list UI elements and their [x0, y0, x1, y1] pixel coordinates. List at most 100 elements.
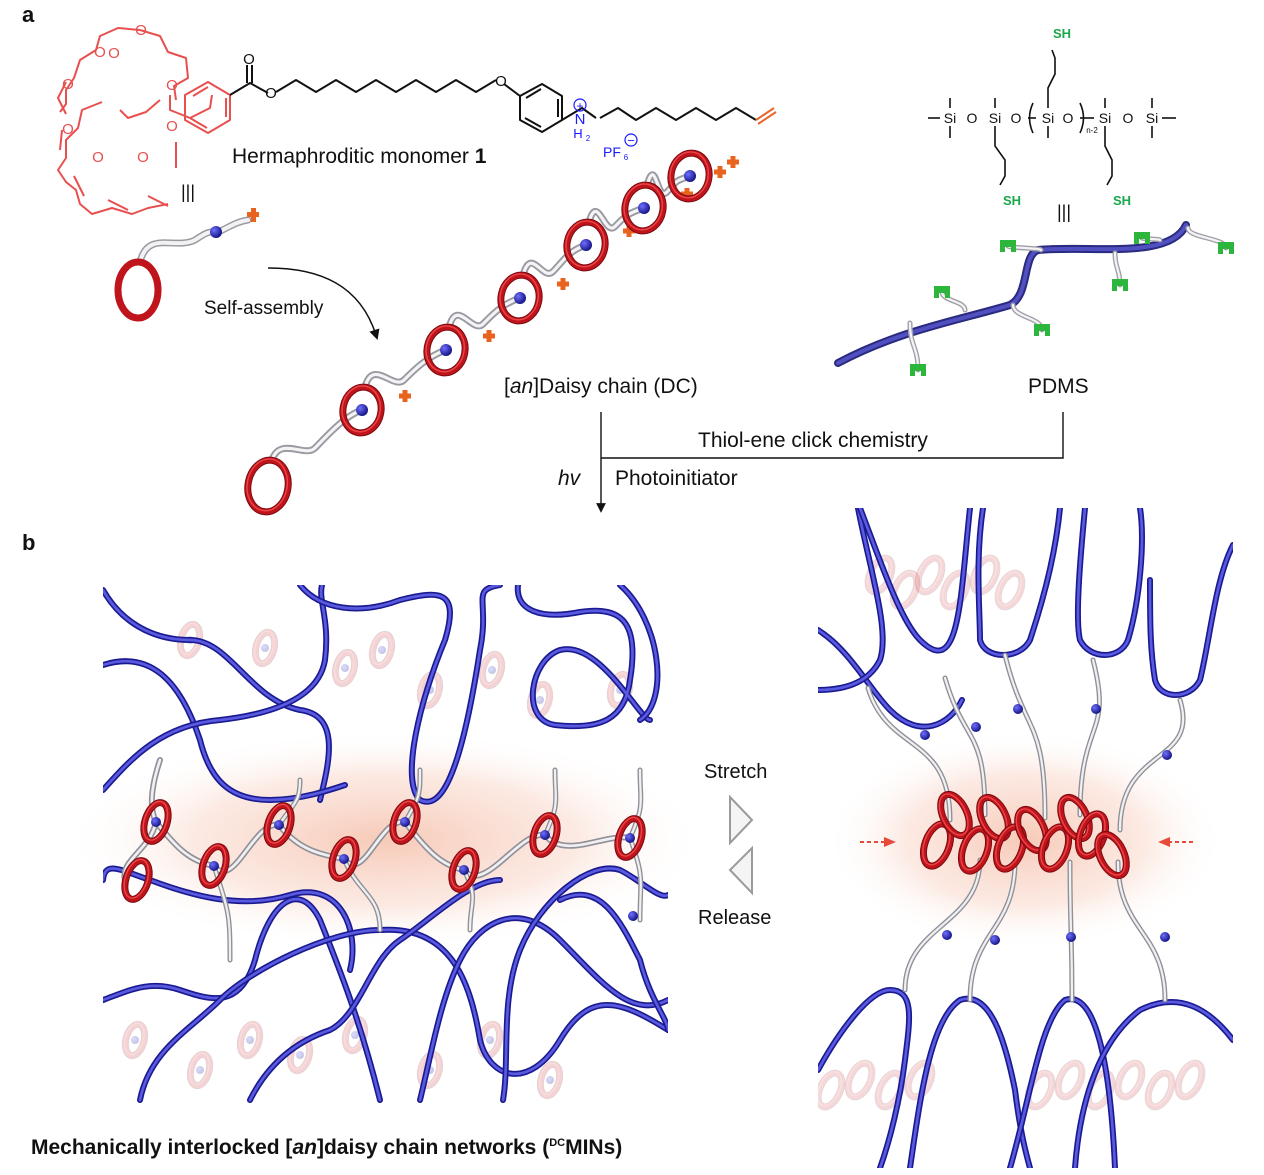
axle-segment [586, 204, 648, 232]
polymer-chain [247, 877, 503, 1103]
panel-b-caption: Mechanically interlocked [an]daisy chain… [31, 1136, 622, 1160]
counterion: PF [603, 144, 621, 160]
panel-a-label: a [22, 2, 35, 27]
polymer-chain [137, 926, 668, 1103]
ammonium-ball-icon [246, 1036, 254, 1044]
polymer-chain [297, 585, 503, 805]
si-5: Si [1146, 110, 1158, 126]
ether-o: O [495, 73, 507, 90]
caption-suffix: MINs) [565, 1136, 623, 1159]
plus-circle-icon [573, 98, 587, 112]
relaxed-network [103, 585, 668, 1103]
alkene-stopper-icon [483, 330, 495, 342]
thiol-block-icon [1112, 279, 1128, 291]
polymer-chain [1147, 542, 1233, 698]
ring-icon [251, 628, 279, 668]
ammonium-ball-icon [339, 854, 349, 864]
alkene-stopper-icon [714, 166, 726, 178]
ammonium-ball-icon [400, 817, 410, 827]
stretch-triangle-icon[interactable] [729, 794, 754, 846]
ammonium-ball-icon [580, 239, 592, 251]
thiol-block-icon [910, 364, 926, 376]
thiol-arm [939, 289, 968, 313]
ring-icon [614, 815, 646, 861]
dc-label-prefix: [ [504, 375, 510, 398]
axle-segment [902, 857, 983, 993]
ammonium-ball-icon [356, 404, 368, 416]
ring-icon [423, 323, 469, 377]
ring-icon [331, 648, 359, 688]
counterion-sub: 6 [624, 153, 629, 162]
ring-icon [389, 799, 421, 845]
photoinitiator-label: Photoinitiator [615, 467, 738, 490]
ring-icon [914, 554, 946, 596]
pdms-feed-line [601, 412, 1064, 459]
ammonium-ball-icon [920, 730, 930, 740]
axle-segment [1067, 859, 1075, 1003]
axle-segment [461, 867, 476, 933]
polymer-chain [103, 585, 330, 793]
ring-icon [818, 1069, 846, 1111]
axle-segment [644, 171, 694, 198]
release-triangle-icon[interactable] [728, 845, 753, 896]
ring-icon [621, 181, 667, 235]
daisy-chain-cartoon [244, 149, 739, 516]
ring-icon [844, 1059, 876, 1101]
ring-icon [937, 790, 973, 840]
ammonium-ball-icon [684, 170, 696, 182]
thiol-block-icon [1218, 242, 1234, 254]
polymer-chain [417, 915, 668, 1103]
ammonium-ball-icon [151, 817, 161, 827]
polymer-chain [1072, 998, 1233, 1168]
crown-o-8: O [166, 118, 178, 135]
right-pointing-arrow-icon [884, 837, 896, 847]
ammonium-ball-icon [540, 830, 550, 840]
daisy-chain-label: [an]Daisy chain (DC) [504, 375, 698, 399]
axle-segment [520, 241, 590, 277]
ring-icon [529, 812, 561, 858]
polymer-chain [500, 865, 668, 1103]
crown-o-5: O [92, 149, 104, 166]
axle-segment [942, 675, 988, 818]
o-1: O [967, 110, 978, 126]
ammonium-ball-icon [1160, 932, 1170, 942]
ammonium-ball-icon [971, 722, 981, 732]
dc-label-italic: an [509, 375, 534, 398]
caption-sup: DC [549, 1137, 566, 1149]
axle-segment [1077, 657, 1102, 818]
ammonium-ball-icon [942, 930, 952, 940]
alkene-stopper-icon [623, 225, 635, 237]
ring-icon [1094, 830, 1130, 880]
ammonium-ball-icon [486, 1036, 494, 1044]
crown-o-3: O [62, 76, 74, 93]
ammonium-ball-icon [210, 226, 222, 238]
axle-segment [446, 294, 524, 330]
ring-icon [368, 630, 396, 670]
crown-o-9: O [108, 45, 120, 62]
self-assembly-arrow [267, 267, 380, 340]
alkene-stopper-icon [727, 156, 739, 168]
minus-circle-icon [624, 133, 638, 147]
polymer-chain [1007, 996, 1118, 1168]
ammonium-h-sub: 2 [586, 134, 591, 143]
thiol-block-icon [1134, 232, 1150, 244]
ring-icon [186, 1050, 214, 1090]
ring-icon [121, 857, 153, 903]
minus-charge: − [627, 133, 635, 148]
ammonium-ball-icon [628, 911, 638, 921]
ammonium-ball-icon [990, 935, 1000, 945]
alkene-stopper-icon [681, 188, 693, 200]
ammonium-ball-icon [296, 1051, 304, 1059]
ring-icon [1057, 793, 1093, 843]
ammonium-ball-icon [274, 820, 284, 830]
axle-segment [542, 767, 559, 838]
ammonium-ball-icon [131, 1036, 139, 1044]
thiol-block-icon [934, 286, 950, 298]
ammonium-ball-icon [1091, 704, 1101, 714]
polymer-chain [857, 508, 973, 654]
o-4: O [1123, 110, 1134, 126]
ammonium-ball-icon [1162, 750, 1172, 760]
